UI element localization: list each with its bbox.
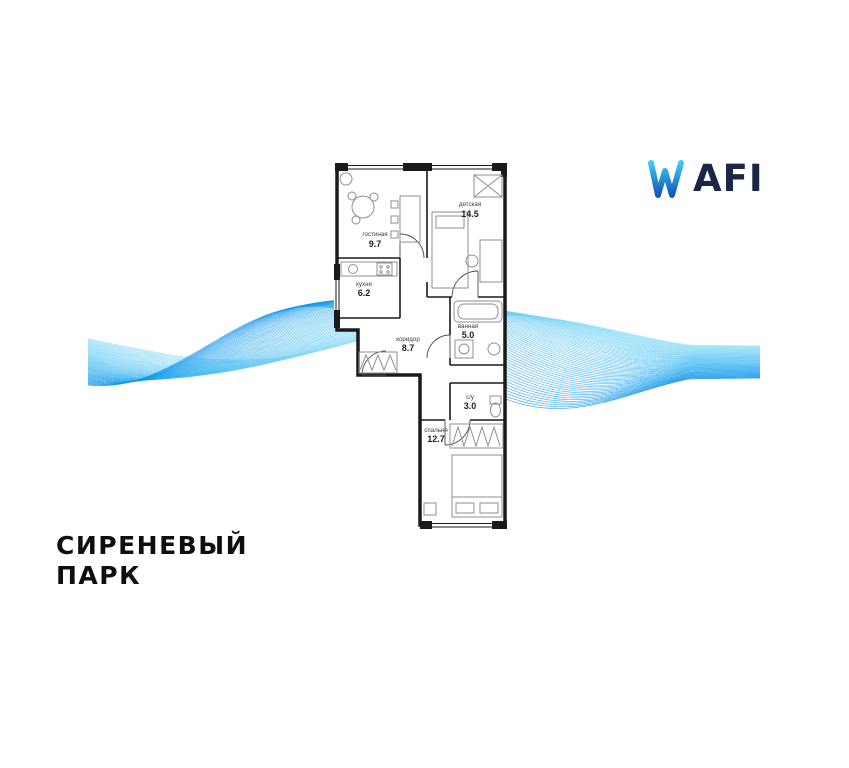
project-title-line2: ПАРК	[56, 560, 142, 590]
room-label-bedroom: спальня	[424, 427, 448, 434]
toilet	[489, 395, 502, 405]
room-labels: гостиная 9.7 детская 14.5 кухня 6.2 кори…	[356, 201, 481, 444]
brand-logo: AFI	[645, 157, 764, 200]
room-label-bath: ванная	[458, 323, 478, 330]
kids-desk	[479, 239, 503, 283]
svg-text:12.7: 12.7	[427, 434, 445, 444]
interior-walls	[337, 167, 505, 421]
room-label-kids: детская	[459, 201, 481, 208]
window-bedroom	[432, 521, 492, 529]
nightstand	[423, 502, 437, 516]
furniture	[339, 172, 504, 518]
kids-wardrobe	[473, 174, 503, 198]
wall-piers	[334, 163, 507, 529]
bath-sink	[487, 342, 501, 356]
bedroom-closet	[449, 423, 504, 449]
window-kids	[432, 163, 492, 171]
svg-text:6.2: 6.2	[358, 288, 371, 298]
svg-text:14.5: 14.5	[461, 209, 479, 219]
svg-text:3.0: 3.0	[464, 401, 477, 411]
washing-machine	[454, 339, 474, 359]
window-living	[348, 163, 403, 171]
room-label-kitchen: кухня	[356, 281, 372, 288]
bathtub	[453, 300, 503, 323]
window-kitchen	[334, 280, 341, 310]
afi-logo-icon	[648, 159, 684, 198]
project-title: СИРЕНЕВЫЙ ПАРК	[56, 531, 248, 590]
project-title-line1: СИРЕНЕВЫЙ	[56, 531, 249, 560]
hall-closet	[358, 351, 398, 374]
kids-bed	[431, 211, 469, 289]
room-label-living: гостиная	[362, 231, 387, 238]
brand-name: AFI	[693, 157, 764, 200]
room-label-wc: с/у	[466, 394, 475, 401]
svg-text:5.0: 5.0	[462, 330, 475, 340]
outer-walls	[335, 165, 507, 527]
dining-table	[399, 195, 421, 243]
room-label-corridor: коридор	[396, 336, 420, 343]
windows	[334, 163, 492, 529]
svg-text:8.7: 8.7	[402, 343, 415, 353]
plant	[339, 172, 353, 186]
living-table	[351, 195, 375, 219]
kitchen-counter	[340, 261, 398, 277]
svg-text:9.7: 9.7	[369, 239, 382, 249]
bedroom-bed	[451, 454, 503, 518]
